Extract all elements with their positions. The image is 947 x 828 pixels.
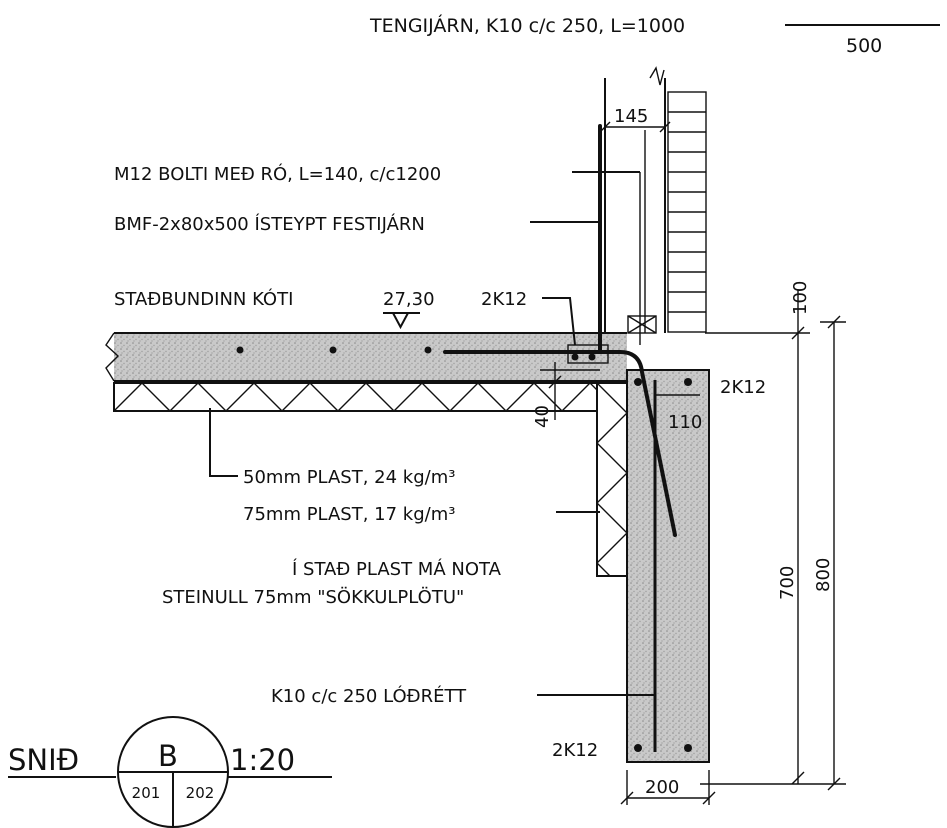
timber-wall-above xyxy=(604,66,707,334)
leader-lines xyxy=(209,24,940,696)
level-value: 27,30 xyxy=(383,289,435,310)
note-line-1: Í STAÐ PLAST MÁ NOTA xyxy=(292,558,502,580)
title-block: SNIÐ B 201 202 1:20 xyxy=(8,716,332,828)
rebar-top-label: 2K12 xyxy=(481,289,527,310)
dim-110: 110 xyxy=(668,412,702,433)
bolt-label: M12 BOLTI MEÐ RÓ, L=140, c/c1200 xyxy=(114,163,441,185)
section-title: SNIÐ xyxy=(8,743,79,777)
dim-200: 200 xyxy=(645,777,679,798)
plast-50-label: 50mm PLAST, 24 kg/m³ xyxy=(243,467,455,488)
rebar-right-label: 2K12 xyxy=(720,377,766,398)
tengijarn-label: TENGIJÁRN, K10 c/c 250, L=1000 xyxy=(369,14,685,37)
tengijarn-length: 500 xyxy=(846,35,882,57)
plast-75-label: 75mm PLAST, 17 kg/m³ xyxy=(243,504,455,525)
section-scale: 1:20 xyxy=(230,743,295,777)
rebar-bottom-label: 2K12 xyxy=(552,740,598,761)
bmf-label: BMF-2x80x500 ÍSTEYPT FESTIJÁRN xyxy=(114,213,425,235)
sheet-right: 202 xyxy=(186,784,215,802)
level-label: STAÐBUNDINN KÓTI xyxy=(114,288,293,310)
insulation-vertical xyxy=(596,382,628,577)
dimension-lines xyxy=(540,121,846,805)
floor-slab xyxy=(114,333,627,381)
dim-100: 100 xyxy=(790,281,811,315)
section-id: B xyxy=(158,739,178,773)
dim-40: 40 xyxy=(532,405,553,428)
note-line-2: STEINULL 75mm "SÖKKULPLÖTU" xyxy=(162,586,464,608)
foundation-wall xyxy=(627,370,709,762)
level-marker xyxy=(383,312,420,330)
dim-145: 145 xyxy=(614,106,648,127)
dim-800: 800 xyxy=(813,558,834,592)
break-line-top xyxy=(649,66,665,86)
dim-700: 700 xyxy=(777,566,798,600)
sheet-left: 201 xyxy=(132,784,161,802)
reinforcement xyxy=(236,124,692,752)
break-line xyxy=(105,332,120,382)
k10-label: K10 c/c 250 LÓÐRÉTT xyxy=(271,685,467,707)
insulation-under-slab xyxy=(113,382,598,412)
